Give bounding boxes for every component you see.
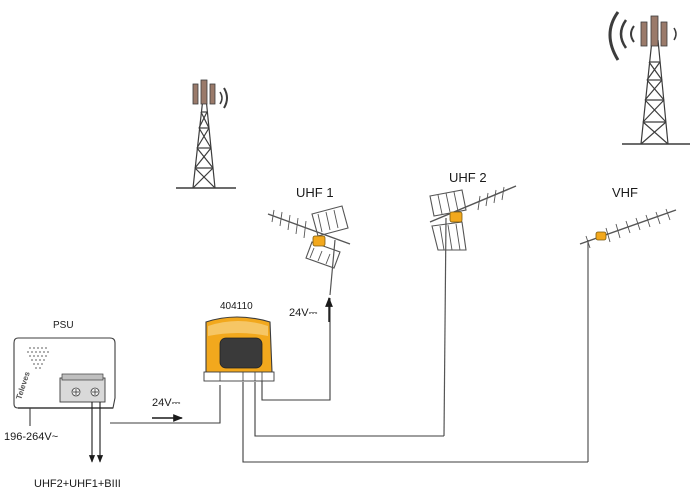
uhf2-antenna <box>429 185 517 437</box>
psu-vent-grille <box>27 347 49 369</box>
outputs-label: UHF2+UHF1+BIII <box>34 478 121 490</box>
psu-label: PSU <box>53 320 74 331</box>
psu-output-cables <box>88 402 104 463</box>
uhf1-antenna <box>267 205 351 296</box>
amplifier-404110 <box>203 316 275 382</box>
transmitter-tower-small <box>176 79 236 189</box>
transmitter-tower-large <box>608 11 690 145</box>
amplifier-code-label: 404110 <box>220 301 253 312</box>
amplifier-display-window <box>219 337 263 369</box>
cable-connections <box>110 298 588 463</box>
power-supply-unit: Televes <box>13 337 116 426</box>
vhf-label: VHF <box>612 185 638 200</box>
uhf2-label: UHF 2 <box>449 170 487 185</box>
voltage-psu-label: 24V⎓ <box>152 397 181 409</box>
uhf1-label: UHF 1 <box>296 185 334 200</box>
vhf-antenna <box>579 208 677 462</box>
mains-voltage-label: 196-264V~ <box>4 431 59 443</box>
psu-terminal-screw-icon <box>71 387 100 397</box>
voltage-uhf1-label: 24V⎓ <box>289 307 318 319</box>
